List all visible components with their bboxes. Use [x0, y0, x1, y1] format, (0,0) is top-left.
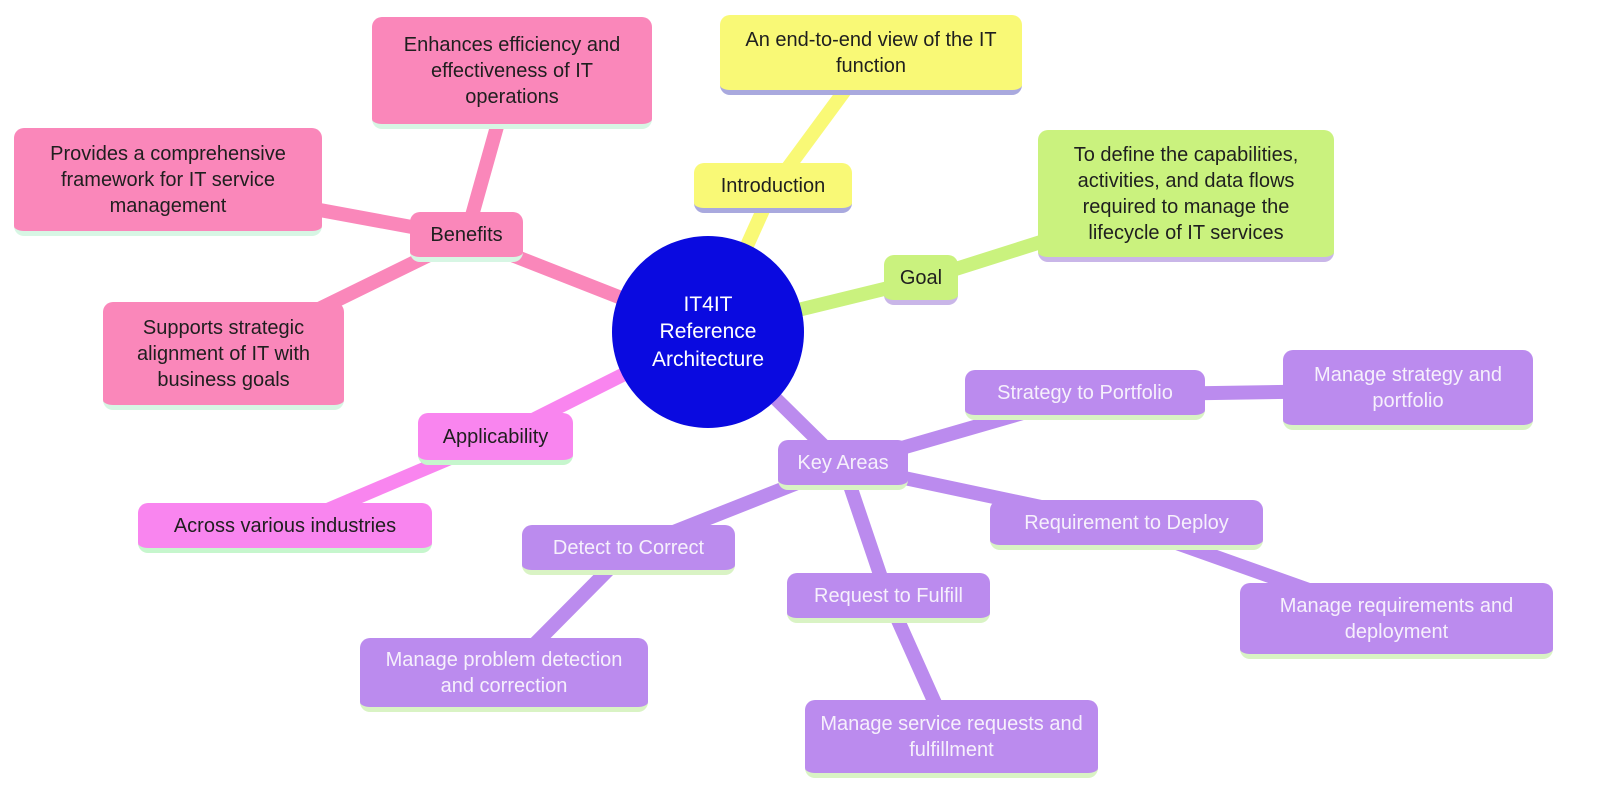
node-goal: Goal — [884, 255, 958, 305]
node-detect-detail: Manage problem detection and correction — [360, 638, 648, 712]
node-strategy-to-portfolio: Strategy to Portfolio — [965, 370, 1205, 420]
node-benefit-alignment: Supports strategic alignment of IT with … — [103, 302, 344, 410]
node-requirement-to-deploy: Requirement to Deploy — [990, 500, 1263, 550]
node-detect-to-correct: Detect to Correct — [522, 525, 735, 575]
node-root: IT4IT Reference Architecture — [612, 236, 804, 428]
node-applicability-detail: Across various industries — [138, 503, 432, 553]
node-strategy-detail: Manage strategy and portfolio — [1283, 350, 1533, 430]
node-request-detail: Manage service requests and fulfillment — [805, 700, 1098, 778]
node-goal-detail: To define the capabilities, activities, … — [1038, 130, 1334, 262]
node-benefit-framework: Provides a comprehensive framework for I… — [14, 128, 322, 236]
node-key-areas: Key Areas — [778, 440, 908, 490]
node-applicability: Applicability — [418, 413, 573, 465]
node-intro-detail: An end-to-end view of the IT function — [720, 15, 1022, 95]
node-request-to-fulfill: Request to Fulfill — [787, 573, 990, 623]
node-benefits: Benefits — [410, 212, 523, 262]
node-introduction: Introduction — [694, 163, 852, 213]
node-requirement-detail: Manage requirements and deployment — [1240, 583, 1553, 659]
node-benefit-efficiency: Enhances efficiency and effectiveness of… — [372, 17, 652, 129]
